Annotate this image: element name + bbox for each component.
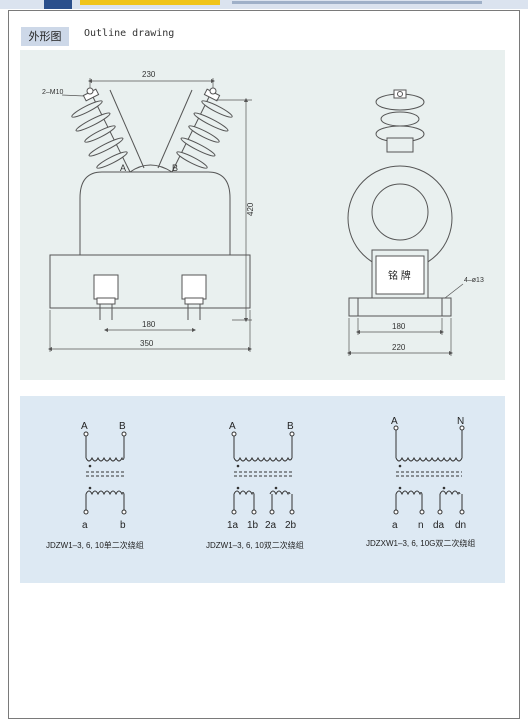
dim-overall: 350 (140, 339, 154, 348)
side-view (347, 89, 453, 317)
header-subtitle-strip (232, 1, 482, 4)
section-tag: 外形图 (21, 27, 69, 46)
d1-top-1: B (119, 421, 126, 432)
front-dimensions (47, 78, 253, 352)
side-dim-overall: 220 (392, 343, 406, 352)
wiring-double-secondary (231, 431, 295, 515)
bolt-label: 2–M10 (42, 89, 64, 96)
d1-top-0: A (81, 421, 88, 432)
front-view (49, 87, 251, 320)
d3-bottom-2: da (433, 520, 445, 531)
nameplate (375, 255, 425, 295)
d2-bottom-2: 2a (265, 520, 277, 531)
wiring-diagram-panel: A B a b A B 1a 1b 2a 2b A N a n da dn JD… (20, 396, 505, 583)
header-title-strip (80, 0, 220, 5)
d2-bottom-0: 1a (227, 520, 239, 531)
d2-top-1: B (287, 421, 294, 432)
d2-caption: JDZW1–3, 6, 10双二次绕组 (206, 540, 304, 550)
side-dimensions (346, 318, 454, 356)
left-insulator (71, 87, 145, 173)
d2-bottom-3: 2b (285, 520, 297, 531)
dim-top: 230 (142, 70, 156, 79)
outline-drawing: A B 2–M10 230 420 180 350 铭 牌 4–ø13 (42, 70, 484, 356)
dim-height: 420 (246, 202, 255, 216)
right-insulator (157, 87, 233, 173)
wiring-single-secondary (83, 431, 127, 515)
d2-bottom-1: 1b (247, 520, 259, 531)
d3-top-1: N (457, 416, 464, 427)
company-logo (44, 0, 72, 9)
front-base (49, 254, 251, 309)
side-dim-inner: 180 (392, 322, 406, 331)
terminal-b-label: B (172, 163, 178, 173)
section-title: Outline drawing (84, 28, 175, 39)
d3-top-0: A (391, 416, 398, 427)
d3-caption: JDZXW1–3, 6, 10G双二次绕组 (366, 538, 475, 548)
wiring-diagrams: A B a b A B 1a 1b 2a 2b A N a n da dn JD… (46, 416, 475, 550)
d3-bottom-3: dn (455, 520, 466, 531)
header-band (0, 0, 528, 9)
dim-inner: 180 (142, 320, 156, 329)
d1-bottom-1: b (120, 520, 126, 531)
d3-bottom-1: n (418, 520, 424, 531)
nameplate-label: 铭 牌 (388, 269, 411, 282)
wiring-zero-sequence (393, 425, 465, 515)
d1-caption: JDZW1–3, 6, 10单二次绕组 (46, 540, 144, 550)
terminal-a-label: A (120, 163, 126, 173)
d1-bottom-0: a (82, 520, 88, 531)
d3-bottom-0: a (392, 520, 398, 531)
holes-label: 4–ø13 (464, 277, 484, 284)
d2-top-0: A (229, 421, 236, 432)
outline-drawing-panel: A B 2–M10 230 420 180 350 铭 牌 4–ø13 (20, 50, 505, 380)
side-insulator (375, 89, 425, 153)
